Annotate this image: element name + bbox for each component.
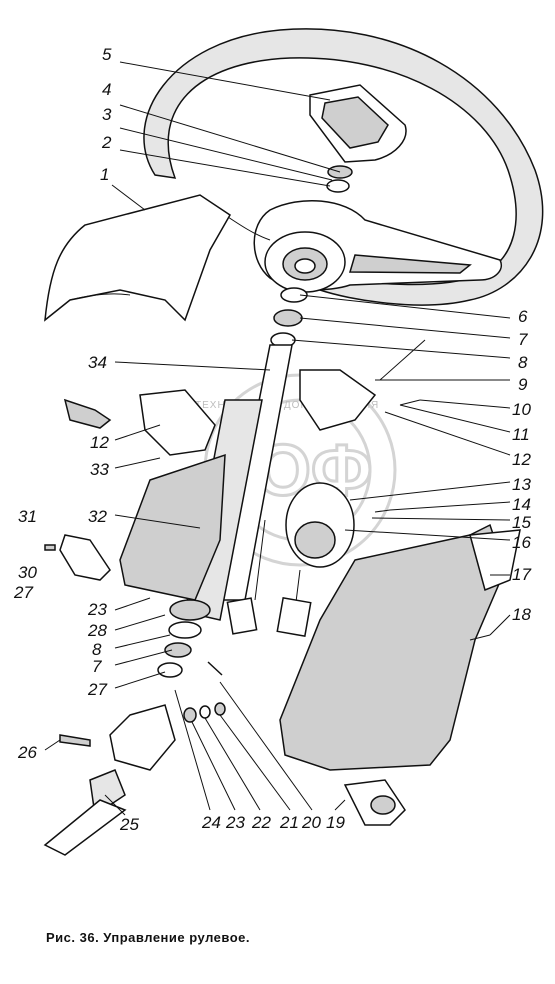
switch-assembly	[63, 339, 426, 456]
fasteners	[183, 661, 226, 723]
callout-3: 3	[102, 105, 112, 124]
figure-caption: Рис. 36. Управление рулевое.	[46, 930, 250, 945]
callout-28: 28	[87, 621, 107, 640]
callout-5: 5	[102, 45, 112, 64]
callout-11: 11	[512, 425, 530, 444]
callout-23-bottom: 23	[225, 813, 245, 832]
callout-26: 26	[17, 743, 37, 762]
callout-2: 2	[101, 133, 112, 152]
callout-12-right: 12	[512, 450, 531, 469]
callout-13: 13	[512, 475, 531, 494]
callout-27: 27	[87, 680, 107, 699]
callout-18: 18	[512, 605, 531, 624]
universal-joint	[43, 704, 176, 856]
callout-29: 27	[13, 583, 33, 602]
horn-pad	[309, 84, 407, 163]
callout-21: 21	[279, 813, 299, 832]
callout-9: 9	[518, 375, 528, 394]
callout-7-left: 7	[92, 657, 102, 676]
ignition-switch	[226, 482, 355, 638]
leader-lines	[44, 61, 511, 816]
callout-14: 14	[512, 495, 531, 514]
callout-labels: 5 4 3 2 1 6 7 8 9 10 11 12 13 14 15 16 1…	[13, 45, 531, 834]
callout-30: 30	[18, 563, 37, 582]
callout-8-left: 8	[92, 640, 102, 659]
callout-34: 34	[88, 353, 107, 372]
callout-33: 33	[90, 460, 109, 479]
callout-19: 19	[326, 813, 345, 832]
callout-10: 10	[512, 400, 531, 419]
callout-25: 25	[119, 815, 139, 834]
callout-4: 4	[102, 80, 111, 99]
callout-7: 7	[518, 330, 528, 349]
callout-22: 22	[251, 813, 271, 832]
callout-16: 16	[512, 533, 531, 552]
watermark-text: ТЕХНИЧЕСКАЯ ДОКУМЕНТАЦИЯ	[195, 400, 379, 411]
screws	[374, 399, 491, 641]
key-trim	[343, 779, 406, 826]
callout-32: 32	[88, 507, 107, 526]
callout-15: 15	[512, 513, 531, 532]
callout-17: 17	[512, 565, 531, 584]
steering-wheel	[143, 28, 544, 306]
callout-24: 24	[201, 813, 221, 832]
callout-23-left: 23	[87, 600, 107, 619]
callout-31: 31	[18, 507, 37, 526]
nut-washer	[326, 165, 353, 193]
upper-shroud	[44, 194, 231, 322]
callout-20: 20	[301, 813, 321, 832]
clamp	[44, 534, 111, 581]
lower-cover	[119, 453, 226, 601]
callout-1: 1	[100, 165, 109, 184]
callout-8: 8	[518, 353, 528, 372]
callout-6: 6	[518, 307, 528, 326]
callout-12-left: 12	[90, 433, 109, 452]
